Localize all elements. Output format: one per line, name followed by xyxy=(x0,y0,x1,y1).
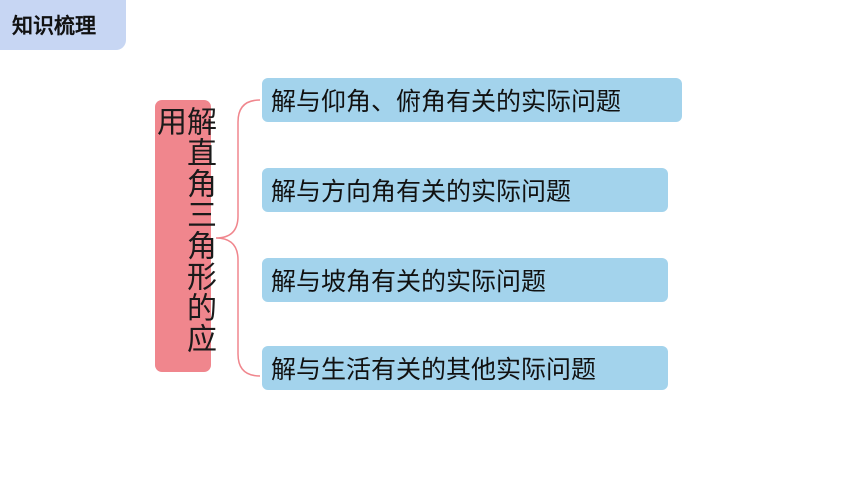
branch-elevation-depression-angle: 解与仰角、俯角有关的实际问题 xyxy=(262,78,682,122)
curly-brace-connector xyxy=(215,99,261,377)
branch-label: 解与方向角有关的实际问题 xyxy=(271,177,572,206)
section-title: 知识梳理 xyxy=(12,14,96,38)
branch-label: 解与坡角有关的实际问题 xyxy=(271,267,547,296)
branch-daily-life-problems: 解与生活有关的其他实际问题 xyxy=(262,346,668,390)
branch-label: 解与生活有关的其他实际问题 xyxy=(271,355,597,384)
branch-direction-angle: 解与方向角有关的实际问题 xyxy=(262,168,668,212)
main-topic-label: 解直角三角形的应用 xyxy=(151,106,216,354)
main-topic-box: 解直角三角形的应用 xyxy=(151,100,216,372)
branch-label: 解与仰角、俯角有关的实际问题 xyxy=(271,87,622,116)
section-title-tag: 知识梳理 xyxy=(0,0,126,50)
branch-slope-angle: 解与坡角有关的实际问题 xyxy=(262,258,668,302)
